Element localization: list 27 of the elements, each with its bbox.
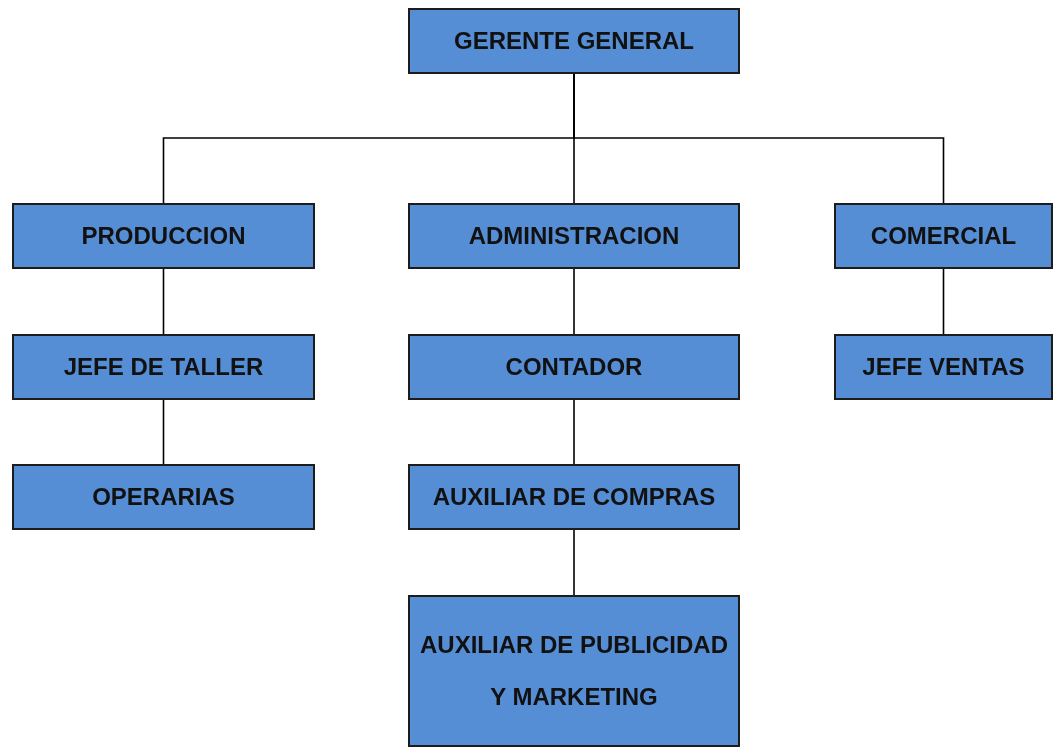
org-box [408,203,740,269]
position-title: ADMINISTRACION [467,221,681,251]
position-title: OPERARIAS [91,482,236,512]
connector-line [573,399,575,465]
position-title: AUXILIAR DE COMPRAS [431,482,717,512]
org-box [408,8,740,74]
org-box [408,595,740,747]
connector-line [573,268,575,335]
connector-line [162,399,165,465]
connector-line [162,268,165,335]
connector-line [573,73,945,204]
org-box [12,334,315,400]
position-title: CONTADOR [504,352,644,382]
connector-line [942,268,945,335]
position-title: COMERCIAL [869,221,1018,251]
org-box [834,334,1053,400]
connector-line [573,529,575,596]
position-title: AUXILIAR DE PUBLICIDAD Y MARKETING [419,630,729,712]
org-box [408,334,740,400]
position-title: PRODUCCION [80,221,247,251]
org-box [12,203,315,269]
position-title: JEFE VENTAS [861,352,1026,382]
org-box [12,464,315,530]
position-title: JEFE DE TALLER [62,352,265,382]
org-box [408,464,740,530]
org-box [834,203,1053,269]
position-title: GERENTE GENERAL [453,26,695,56]
